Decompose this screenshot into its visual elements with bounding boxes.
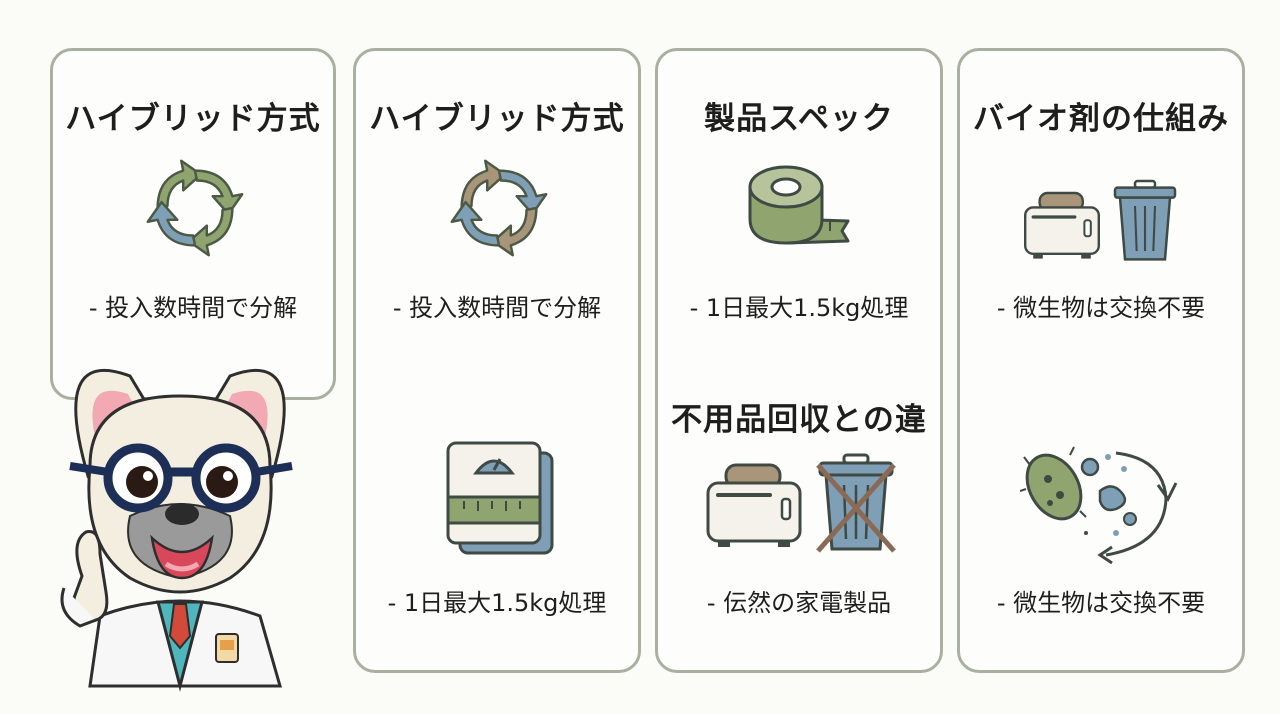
card-title: ハイブリッド方式 [369,101,625,137]
crossed-trash-can-icon [816,453,896,553]
card-description-2: - 1日最大1.5kg処理 [387,589,607,617]
card-description: - 投入数時間で分解 [88,294,298,322]
card-title: 製品スペック [704,101,894,137]
bulldog-mascot-illustration [60,368,293,692]
card-product-spec: 製品スペック - 1日最大1.5kg処理 不用品回収との違 - 伝然の家電製品 [655,48,943,673]
toaster-icon [706,463,802,547]
card-subtitle: 不用品回収との違 [671,402,927,438]
card-description: - 微生物は交換不要 [996,294,1206,322]
card-description-2: - 微生物は交換不要 [996,589,1206,617]
recycle-arrows-icon [450,159,548,257]
card-hybrid-method-2: ハイブリッド方式 - 投入数時間で分解 - 1日最大1.5kg処理 [353,48,641,673]
toaster-icon [1024,191,1100,259]
card-description-2: - 伝然の家電製品 [706,589,892,617]
trash-can-icon [1113,179,1177,261]
card-description: - 1日最大1.5kg処理 [689,294,909,322]
measuring-tape-icon [748,165,850,245]
microbes-cycle-icon [1020,446,1178,565]
card-description: - 投入数時間で分解 [392,294,602,322]
card-title: ハイブリッド方式 [65,101,321,137]
card-bio-agent: バイオ剤の仕組み - 微生物は交換不要 - 微生物は交換不要 [957,48,1245,673]
weighing-scale-icon [446,441,554,555]
card-title: バイオ剤の仕組み [973,101,1229,137]
recycle-arrows-icon [146,159,244,257]
card-hybrid-method: ハイブリッド方式 - 投入数時間で分解 [50,48,336,400]
